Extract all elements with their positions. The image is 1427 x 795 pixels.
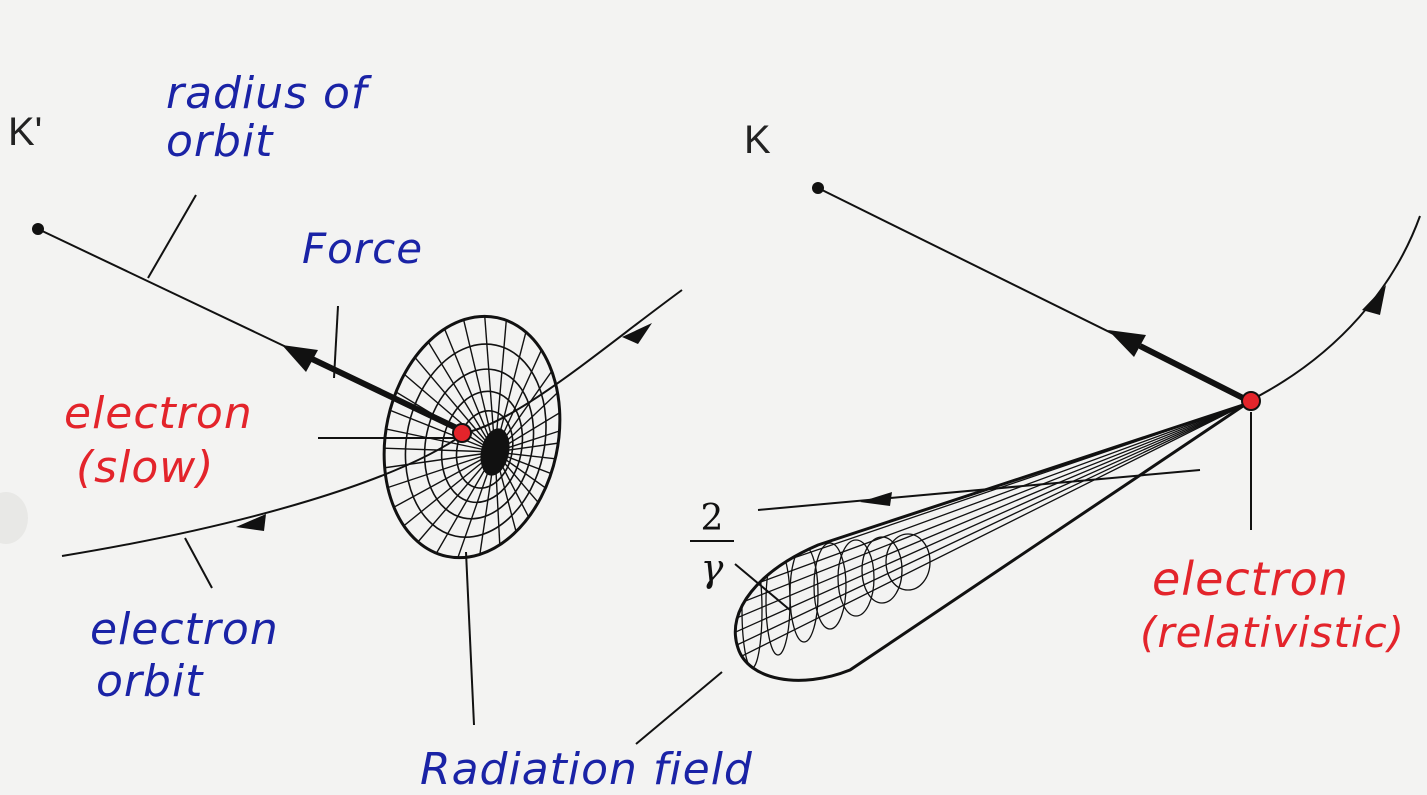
electron-rel-label-line2: (relativistic)	[1140, 612, 1406, 654]
electron-orbit-label-line1: electron	[90, 604, 279, 655]
radiation-leader-right	[635, 671, 723, 745]
donut-meridian-line	[482, 299, 496, 453]
lobe-cross-line	[765, 548, 791, 656]
radiation-field-label: Radiation field	[420, 744, 753, 795]
orbit-leader-line	[184, 537, 213, 589]
force-leader-line	[333, 305, 339, 379]
donut-meridian-line	[457, 299, 496, 453]
angle-numerator: 2	[700, 498, 724, 539]
frame-label-primed: K'	[8, 110, 43, 154]
electron-slow-label-line2: (slow)	[76, 442, 215, 493]
lobe-cross-line	[813, 542, 847, 630]
electron-relativistic-dot	[1241, 391, 1261, 411]
angle-denominator: γ	[700, 546, 724, 590]
donut-meridian-line	[494, 302, 509, 453]
donut-meridian-line	[494, 451, 582, 465]
force-arrowhead-left	[282, 345, 318, 372]
angle-guide-line	[757, 469, 1201, 511]
force-label: Force	[302, 224, 424, 273]
radiation-donut-outline	[382, 314, 562, 560]
right-panel	[635, 182, 1421, 745]
radius-label-line2: orbit	[166, 116, 274, 167]
angle-guide-arrowhead	[860, 492, 892, 506]
orbit-arrowhead-lower-left	[236, 514, 266, 531]
radiation-leader-left	[465, 551, 475, 726]
paper-edge-mark	[0, 492, 28, 544]
donut-meridian-line	[494, 436, 582, 453]
electron-orbit-label-line2: orbit	[96, 656, 204, 707]
lobe-longitude-line	[735, 404, 1246, 668]
donut-meridian-line	[494, 416, 582, 453]
lobe-cross-line	[885, 533, 931, 591]
donut-meridian-line	[362, 393, 496, 453]
lobe-longitude-line	[735, 404, 1246, 640]
gamma-leader-line	[734, 563, 791, 611]
electron-orbit-right	[1248, 215, 1421, 402]
angle-fraction-bar	[690, 540, 734, 542]
frame-label-lab: K	[744, 118, 771, 162]
radiation-donut-hole	[480, 428, 510, 476]
force-arrowhead-right	[1108, 330, 1146, 357]
lobe-longitude-line	[735, 404, 1246, 654]
orbit-arrowhead-right	[1362, 285, 1386, 315]
donut-ring-line	[404, 343, 547, 538]
electron-rel-label-line1: electron	[1152, 552, 1349, 606]
donut-meridian-line	[494, 312, 532, 453]
donut-ring-line	[423, 368, 535, 520]
force-arrow-right	[1138, 343, 1251, 404]
radius-leader-line	[147, 194, 197, 279]
lobe-cross-line	[861, 536, 903, 604]
donut-meridian-line	[404, 451, 496, 558]
lobe-longitude-line	[735, 404, 1246, 612]
lobe-longitude-line	[735, 404, 1246, 598]
donut-meridian-line	[426, 451, 496, 569]
lobe-cross-line	[837, 539, 875, 617]
force-arrow-left	[308, 355, 467, 435]
radius-label-line1: radius of	[166, 68, 368, 119]
electron-slow-dot	[452, 423, 472, 443]
radiation-lobe-outline	[733, 402, 1247, 682]
lobe-longitude-line	[735, 404, 1246, 556]
lobe-longitude-line	[735, 404, 1246, 626]
electron-slow-label-line1: electron	[64, 388, 253, 439]
orbit-arrowhead-upper-left	[622, 323, 652, 344]
